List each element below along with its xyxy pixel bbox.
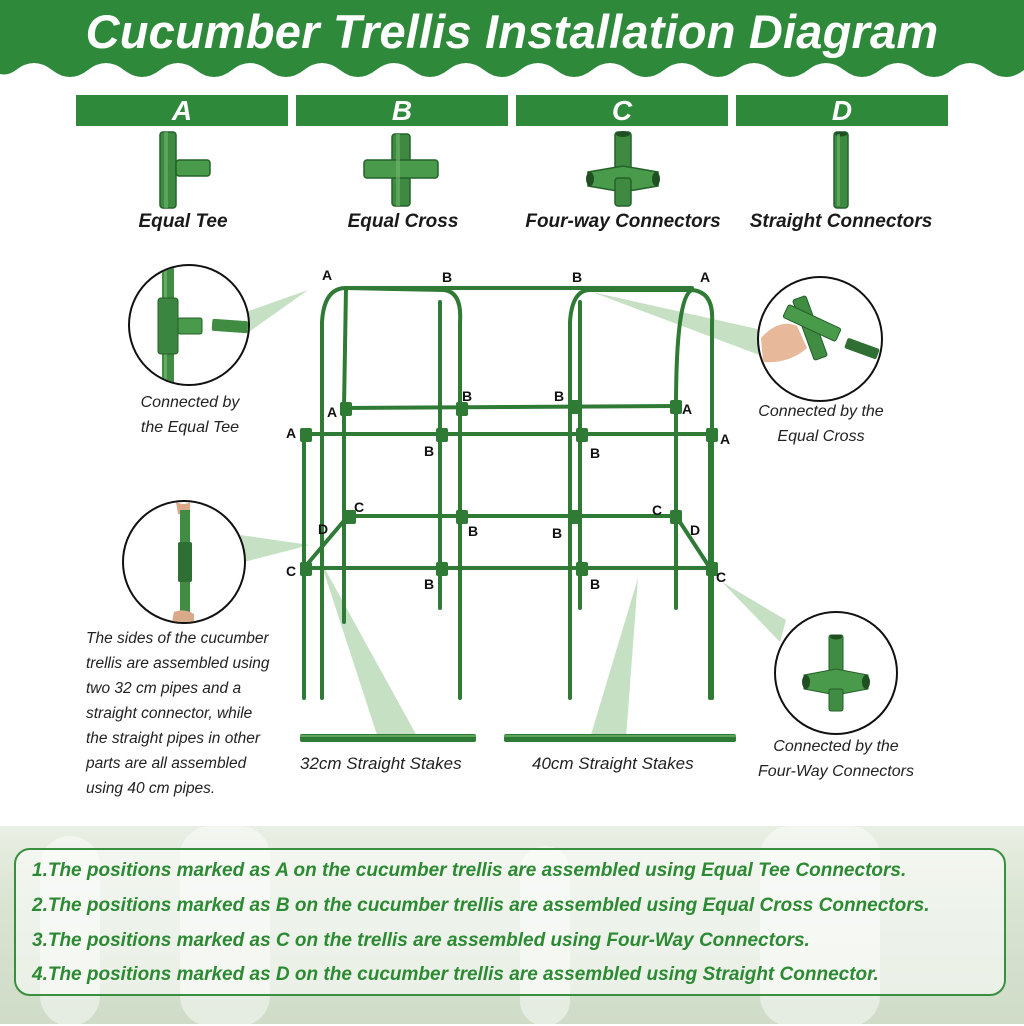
four-way-detail-icon (802, 634, 870, 712)
note-line: The sides of the cucumber (86, 630, 269, 647)
callout-line: Connected by the (773, 738, 899, 755)
stakes-graphic (300, 734, 736, 742)
page-title: Cucumber Trellis Installation Diagram (85, 5, 939, 58)
frame-label-b: B (442, 269, 452, 285)
callout-beams (240, 290, 786, 738)
part-label-b: B (296, 95, 508, 126)
frame-label-b: B (572, 269, 582, 285)
instruction-1: 1.The positions marked as A on the cucum… (32, 860, 907, 881)
frame-label-a: A (682, 401, 692, 417)
side-note: The sides of the cucumber trellis are as… (86, 626, 296, 801)
part-name-c: Four-way Connectors (525, 211, 721, 232)
four-way-callout-circle (774, 611, 898, 735)
scalloped-banner (0, 0, 1024, 77)
equal-tee-icon (76, 130, 288, 210)
part-name-a: Equal Tee (138, 211, 228, 232)
frame-label-c: C (716, 569, 726, 585)
instruction-3: 3.The positions marked as C on the trell… (32, 930, 810, 951)
note-line: trellis are assembled using (86, 655, 270, 672)
frame-label-d: D (690, 522, 700, 538)
equal-tee-callout-text: Connected by the Equal Tee (112, 390, 268, 440)
part-label-c: C (516, 95, 728, 126)
instructions-box: 1.The positions marked as A on the cucum… (14, 848, 1006, 996)
callout-line: Four-Way Connectors (758, 763, 914, 780)
note-line: using 40 cm pipes. (86, 780, 216, 797)
callout-line: Equal Cross (777, 428, 865, 445)
instruction-2: 2.The positions marked as B on the cucum… (32, 895, 930, 916)
part-name-b: Equal Cross (347, 211, 459, 232)
frame-label-a: A (286, 425, 296, 441)
frame-label-c: C (286, 563, 296, 579)
frame-label-b: B (590, 445, 600, 461)
frame-label-a: A (720, 431, 730, 447)
frame-label-b: B (554, 388, 564, 404)
short-stake-label: 32cm Straight Stakes (300, 754, 462, 773)
part-label-a: A (76, 95, 288, 126)
note-line: straight connector, while (86, 705, 253, 722)
frame-label-b: B (590, 576, 600, 592)
note-line: two 32 cm pipes and a (86, 680, 242, 697)
equal-cross-detail-icon (761, 295, 880, 363)
equal-cross-callout-text: Connected by the Equal Cross (736, 399, 906, 449)
four-way-connector-icon (516, 130, 728, 210)
frame-label-a: A (327, 404, 337, 420)
part-name-d: Straight Connectors (749, 211, 933, 232)
frame-label-b: B (468, 523, 478, 539)
callout-line: the Equal Tee (140, 419, 240, 436)
note-line: parts are all assembled (86, 755, 247, 772)
frame-label-b: B (462, 388, 472, 404)
straight-connector-detail-icon (172, 502, 194, 622)
equal-cross-icon (296, 130, 508, 210)
four-way-callout-text: Connected by the Four-Way Connectors (736, 734, 936, 784)
frame-label-a: A (700, 269, 710, 285)
trellis-frame-diagram: A B B A A B B A A B B A C D B B C D C B … (280, 262, 740, 732)
long-stake-label: 40cm Straight Stakes (532, 754, 694, 773)
equal-cross-callout-circle (757, 276, 883, 402)
frame-label-c: C (652, 502, 662, 518)
equal-tee-detail-icon (157, 266, 248, 384)
callout-line: Connected by (140, 394, 240, 411)
callout-line: Connected by the (758, 403, 884, 420)
straight-connector-icon (736, 130, 948, 210)
part-label-d: D (736, 95, 948, 126)
note-line: the straight pipes in other (86, 730, 261, 747)
instruction-4: 4.The positions marked as D on the cucum… (32, 964, 879, 985)
trellis-frame: A B B A A B B A A B B A C D B B C D C B … (286, 267, 730, 700)
frame-label-c: C (354, 499, 364, 515)
header-banner: Cucumber Trellis Installation Diagram (0, 0, 1024, 90)
frame-label-b: B (424, 576, 434, 592)
straight-connector-callout-circle (122, 500, 246, 624)
frame-label-a: A (322, 267, 332, 283)
frame-label-b: B (552, 525, 562, 541)
frame-label-b: B (424, 443, 434, 459)
frame-label-d: D (318, 521, 328, 537)
equal-tee-callout-circle (128, 264, 250, 386)
